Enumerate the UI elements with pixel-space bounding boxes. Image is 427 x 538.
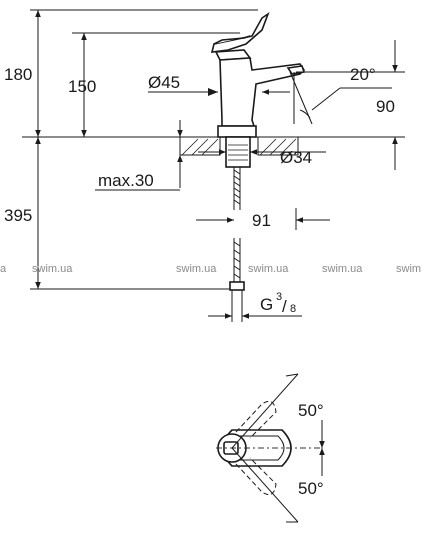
dim-label-g: G [260, 295, 273, 314]
watermark-text: swim.ua [322, 263, 363, 275]
dim-label-g-slash: / [282, 297, 287, 316]
watermark-text: swim.ua [176, 263, 217, 275]
faucet-top-view [216, 373, 325, 523]
dim-label-handle-50-top: 50° [298, 401, 324, 420]
watermark-row: a swim.ua swim.ua swim.ua swim.ua swim [0, 263, 421, 275]
angle-arc-20 [299, 109, 311, 119]
dim-label-angle-20: 20° [350, 65, 376, 84]
dim-label-91: 91 [252, 211, 271, 230]
dim-label-150: 150 [68, 77, 96, 96]
watermark-text: swim.ua [32, 263, 73, 275]
dim-label-handle-50-bottom: 50° [298, 479, 324, 498]
watermark-text: swim [396, 263, 421, 275]
watermark-text: a [0, 263, 7, 275]
dim-label-395: 395 [4, 206, 32, 225]
faucet-side-view [210, 11, 306, 138]
dim-label-180: 180 [4, 65, 32, 84]
dim-label-90: 90 [376, 97, 395, 116]
dim-label-d45: Ø45 [148, 73, 180, 92]
dim-label-max30: max.30 [98, 171, 154, 190]
dim-label-g-denominator: 8 [290, 303, 296, 315]
dim-label-g-numerator: 3 [276, 291, 282, 303]
dim-label-d34: Ø34 [280, 148, 312, 167]
supply-hose [229, 167, 245, 322]
watermark-text: swim.ua [248, 263, 289, 275]
